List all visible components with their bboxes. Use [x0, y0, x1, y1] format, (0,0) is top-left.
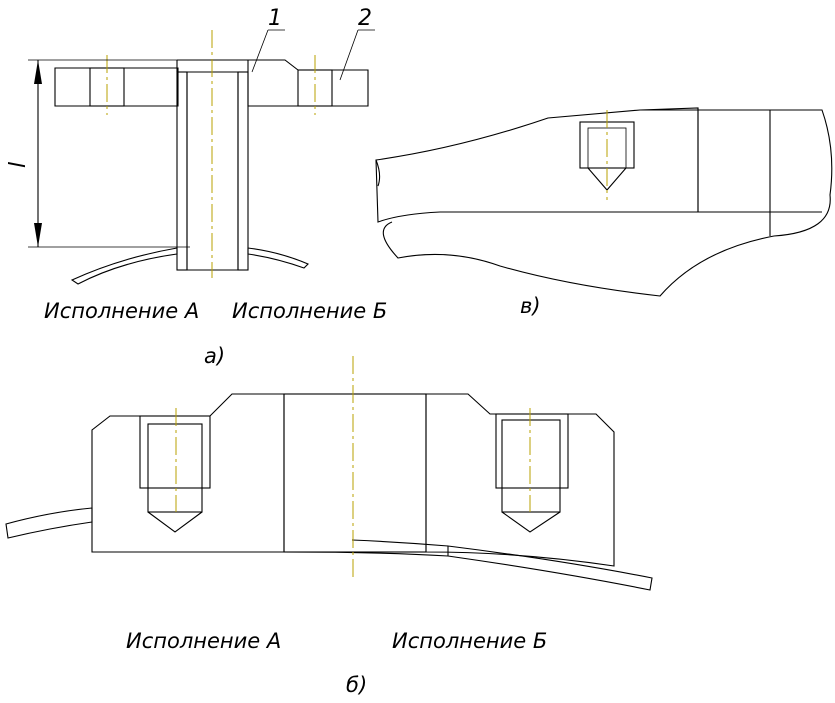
- figure-b: Исполнение А Исполнение Б б): [5, 356, 653, 697]
- caption-v: в): [520, 294, 541, 318]
- figure-v: в): [375, 107, 833, 318]
- label-b-version-a: Исполнение А: [126, 629, 281, 653]
- tube-wall-right: [237, 71, 249, 271]
- hole-b-right: [495, 413, 569, 489]
- flange-left: [54, 67, 179, 107]
- label-a-version-b: Исполнение Б: [232, 299, 387, 323]
- shell-right: [247, 247, 309, 269]
- hole-b-left: [139, 415, 211, 489]
- figure-a: l 1 2 Исполнение А Исполнение Б а): [6, 6, 387, 368]
- center-bore: [283, 393, 427, 553]
- caption-b: б): [346, 673, 367, 697]
- shell-b-right: [447, 545, 653, 591]
- callout-1: 1: [268, 6, 282, 31]
- shell-b-left: [5, 507, 93, 539]
- label-b-version-b: Исполнение Б: [392, 629, 547, 653]
- block-left: [91, 393, 285, 553]
- dimension-l: l: [6, 162, 31, 168]
- label-a-version-a: Исполнение А: [44, 299, 199, 323]
- flange-right: [247, 59, 369, 107]
- callout-2: 2: [358, 6, 372, 31]
- part-v-hatched: [375, 107, 699, 223]
- caption-a: а): [204, 344, 225, 368]
- shell-left: [70, 247, 178, 285]
